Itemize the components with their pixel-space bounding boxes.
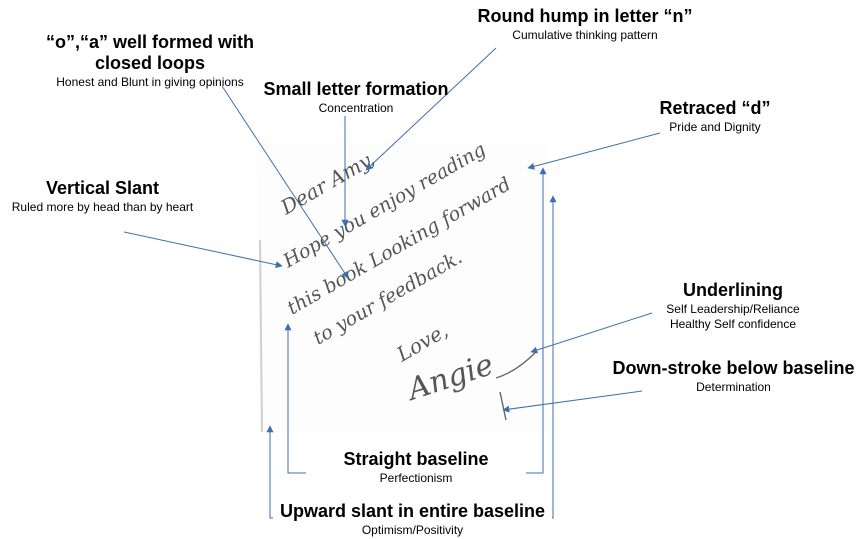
annotation-down-stroke: Down-stroke below baseline Determination — [606, 358, 861, 395]
annotation-underlining-subtitle-1: Self Leadership/Reliance — [666, 302, 800, 316]
annotation-underlining-title: Underlining — [683, 280, 783, 300]
annotation-hump-n: Round hump in letter “n” Cumulative thin… — [420, 6, 750, 43]
annotation-straight-baseline: Straight baseline Perfectionism — [306, 449, 526, 486]
annotation-loops-subtitle: Honest and Blunt in giving opinions — [56, 75, 244, 89]
annotation-underlining-subtitle-2: Healthy Self confidence — [669, 317, 797, 331]
annotation-hump-n-title: Round hump in letter “n” — [477, 6, 693, 26]
annotation-loops-title: “o”,“a” well formed with closed loops — [45, 32, 255, 73]
annotation-small-letters-subtitle: Concentration — [318, 101, 394, 115]
annotation-upward-slant: Upward slant in entire baseline Optimism… — [273, 501, 552, 538]
annotation-retraced-d-title: Retraced “d” — [659, 98, 771, 118]
arrow-retraced-d — [527, 132, 661, 170]
annotation-upward-slant-title: Upward slant in entire baseline — [279, 501, 546, 521]
annotation-underlining: Underlining Self Leadership/Reliance Hea… — [628, 280, 838, 332]
annotation-hump-n-subtitle: Cumulative thinking pattern — [512, 28, 658, 42]
annotation-vertical-slant-subtitle: Ruled more by head than by heart — [11, 200, 194, 214]
annotation-straight-baseline-subtitle: Perfectionism — [379, 471, 453, 485]
annotation-vertical-slant-title: Vertical Slant — [45, 178, 160, 198]
annotation-vertical-slant: Vertical Slant Ruled more by head than b… — [0, 178, 205, 215]
annotation-small-letters: Small letter formation Concentration — [236, 79, 476, 116]
annotation-upward-slant-subtitle: Optimism/Positivity — [361, 523, 464, 537]
arrow-hump-n — [365, 47, 497, 171]
annotation-loops: “o”,“a” well formed with closed loops Ho… — [20, 32, 280, 90]
paper-left-edge — [259, 239, 263, 433]
annotation-down-stroke-title: Down-stroke below baseline — [612, 358, 855, 378]
annotation-straight-baseline-title: Straight baseline — [343, 449, 489, 469]
annotation-retraced-d: Retraced “d” Pride and Dignity — [610, 98, 820, 135]
annotation-small-letters-title: Small letter formation — [263, 79, 449, 99]
annotation-retraced-d-subtitle: Pride and Dignity — [669, 120, 761, 134]
annotation-down-stroke-subtitle: Determination — [696, 380, 771, 394]
arrow-vertical-slant — [123, 231, 283, 269]
